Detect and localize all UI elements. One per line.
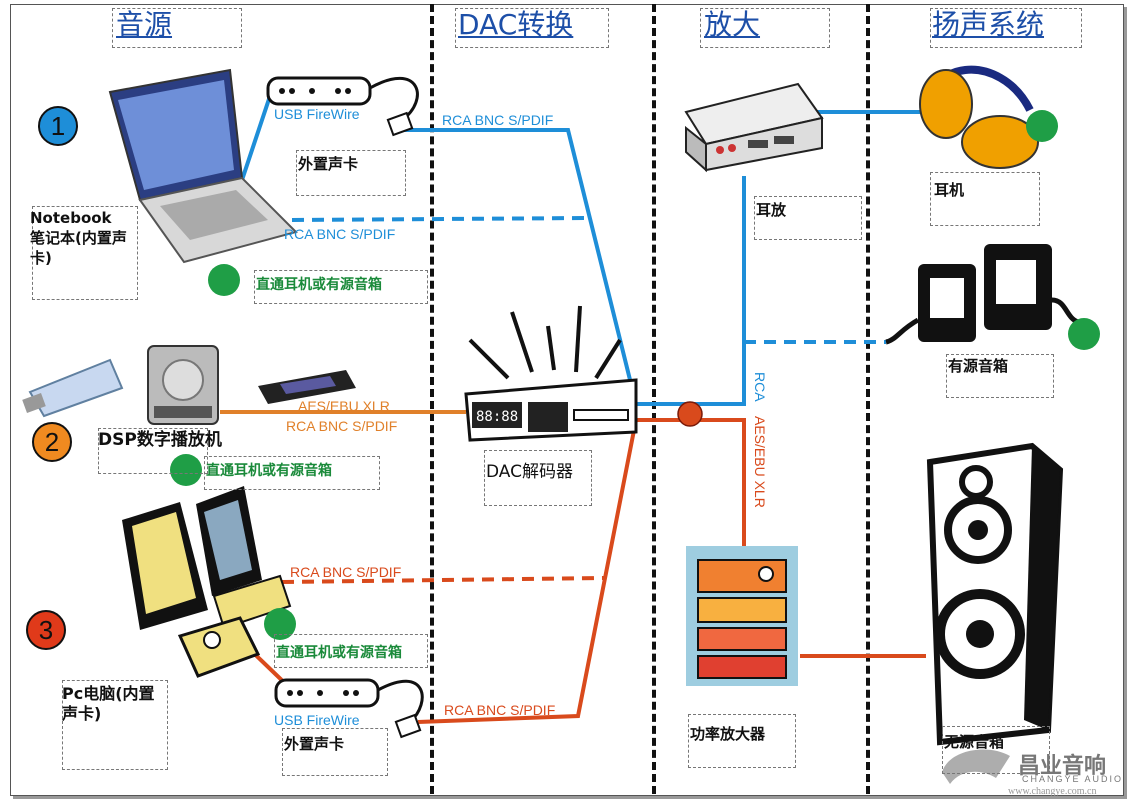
conn-label-usb-to-dac-bottom: RCA BNC S/PDIF	[444, 702, 556, 718]
header-amp: 放大	[704, 8, 761, 41]
conn-label-pc-to-dac: RCA BNC S/PDIF	[290, 564, 402, 580]
direct-note-row2: 直通耳机或有源音箱	[206, 463, 332, 479]
passive-speaker-icon	[926, 442, 1064, 746]
blue-dashed-notebook-to-dac	[291, 216, 593, 222]
red-dashed-pc-to-dac	[281, 576, 605, 584]
dac-device-icon: 88:88	[464, 305, 638, 442]
power-amp-icon	[686, 546, 798, 686]
header-box	[455, 8, 609, 48]
pc-icon	[122, 486, 292, 678]
dsp-player-label: DSP数字播放机	[98, 430, 222, 450]
logo-en: CHANGYE AUDIO	[1022, 774, 1124, 784]
label-box	[484, 450, 592, 506]
external-soundcard-icon	[274, 678, 424, 739]
svg-text:88:88: 88:88	[476, 409, 518, 425]
red-line-dac-to-poweramp	[636, 418, 746, 548]
conn-label-dsp-rca: RCA BNC S/PDIF	[286, 418, 398, 434]
blue-line-dac-to-headamp	[636, 176, 746, 406]
marker-3: 3	[26, 610, 66, 650]
green-dot	[1026, 110, 1058, 142]
headphones-icon	[919, 65, 1039, 169]
junction-dot	[677, 401, 703, 427]
column-divider	[652, 4, 656, 794]
column-divider	[430, 4, 434, 794]
green-dot	[1068, 318, 1100, 350]
marker-1: 1	[38, 106, 78, 146]
label-box	[62, 680, 168, 770]
label-box	[32, 206, 138, 300]
label-box	[930, 172, 1040, 226]
headphone-amp-label: 耳放	[756, 201, 787, 219]
ext-card-top-label: 外置声卡	[298, 155, 359, 173]
conn-label-dsp-aes: AES/EBU XLR	[298, 398, 390, 414]
diagram-frame	[10, 4, 1124, 796]
logo-mark-icon	[942, 749, 1010, 784]
dac-label: DAC解码器	[486, 462, 573, 482]
label-box	[754, 196, 862, 240]
label-box	[942, 726, 1050, 774]
conn-label-dac-to-poweramp: AES/EBU XLR	[752, 416, 768, 508]
header-box	[112, 8, 242, 48]
laptop-icon	[108, 68, 298, 264]
headphone-amp-icon	[684, 82, 824, 173]
green-dot	[170, 454, 202, 486]
label-box	[274, 634, 428, 668]
active-speakers-label: 有源音箱	[948, 357, 1009, 375]
dsp-player-icon	[147, 345, 219, 425]
conn-label-dac-to-headamp: RCA	[752, 372, 768, 402]
headphones-label: 耳机	[934, 181, 965, 199]
external-soundcard-icon	[266, 76, 419, 137]
logo-cn: 昌业音响	[1018, 754, 1107, 779]
conn-label-notebook-to-dac: RCA BNC S/PDIF	[284, 226, 396, 242]
label-box	[282, 728, 388, 776]
header-box	[930, 8, 1082, 48]
direct-note-row3: 直通耳机或有源音箱	[276, 645, 402, 661]
direct-note-row1: 直通耳机或有源音箱	[256, 277, 382, 293]
label-box	[254, 270, 428, 304]
label-box	[296, 150, 406, 196]
blue-line-usb-to-dac	[392, 128, 638, 405]
header-speaker: 扬声系统	[932, 8, 1045, 41]
label-box	[204, 456, 380, 490]
label-box	[688, 714, 796, 768]
marker-2: 2	[32, 422, 72, 462]
pc-label: Pc电脑(内置声卡)	[62, 684, 155, 723]
passive-speakers-label: 无源音箱	[944, 733, 1005, 751]
media-player-icon	[258, 370, 356, 404]
port-label-usb-top: USB FireWire	[274, 106, 360, 122]
column-divider	[866, 4, 870, 794]
active-speakers-icon	[885, 244, 1080, 345]
usb-drive-icon	[22, 358, 124, 418]
ext-card-bottom-label: 外置声卡	[284, 735, 345, 753]
logo-url: www.changye.com.cn	[1008, 786, 1097, 797]
notebook-label: Notebook 笔记本(内置声卡)	[30, 209, 127, 267]
port-label-usb-bottom: USB FireWire	[274, 712, 360, 728]
power-amp-label: 功率放大器	[690, 725, 766, 743]
header-source: 音源	[116, 8, 173, 41]
label-box	[98, 428, 208, 474]
red-line-usb-to-dac-bottom	[417, 419, 638, 724]
green-dot	[208, 264, 240, 296]
header-dac: DAC转换	[458, 8, 574, 41]
header-box	[700, 8, 830, 48]
label-box	[946, 354, 1054, 398]
conn-label-usb-to-dac-top: RCA BNC S/PDIF	[442, 112, 554, 128]
